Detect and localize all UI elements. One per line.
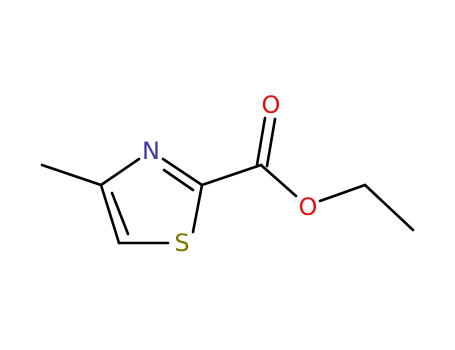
bond-c-o-double-a — [255, 116, 267, 167]
bond-c-oester — [259, 163, 298, 198]
bond-c4-n — [99, 157, 141, 187]
bond-oester-ch2 — [318, 183, 367, 203]
atom-nitrogen: N — [142, 137, 160, 165]
atom-sulfur: S — [174, 229, 189, 257]
bond-n-c2 — [161, 157, 204, 187]
atom-carbonyl-oxygen: O — [262, 91, 281, 119]
bond-c-o-double-b — [265, 117, 277, 168]
bond-c2-ccarbonyl — [200, 163, 263, 187]
bond-c4-c5 — [99, 183, 121, 245]
bond-methyl — [40, 163, 103, 187]
atom-ester-oxygen: O — [299, 193, 318, 221]
bond-c4-c5-inner — [110, 191, 130, 236]
bond-n-c2-inner — [162, 168, 195, 192]
bond-ch2-ch3 — [363, 183, 415, 232]
bond-s-c2 — [191, 183, 204, 234]
